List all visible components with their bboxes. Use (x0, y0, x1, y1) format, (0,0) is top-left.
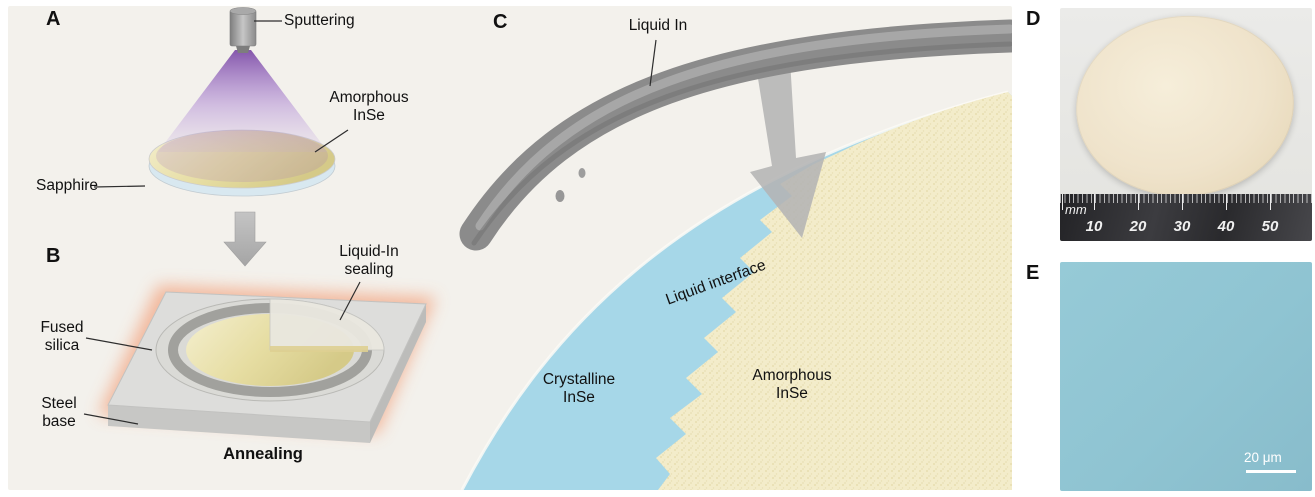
cutaway-film-layer (270, 346, 368, 352)
ruler-tick-label: 10 (1085, 218, 1103, 235)
amorphous-inse-label-c: Amorphous InSe (752, 367, 832, 402)
sealing-leader-line (339, 281, 361, 321)
amorphous-leader-line (314, 129, 349, 153)
sputtering-label: Sputtering (284, 12, 355, 29)
pour-arrow (750, 60, 826, 238)
ruler-tick-label: 30 (1173, 218, 1191, 235)
fused-silica-label: Fused silica (40, 319, 84, 354)
panel-c-label: C (493, 11, 508, 33)
ruler-tick-label: 40 (1217, 218, 1235, 235)
sputter-gun (229, 9, 257, 47)
panel-a-label: A (46, 8, 61, 30)
optical-micrograph: 20 μm (1060, 262, 1312, 491)
ruler-unit-label: mm (1065, 202, 1087, 217)
schematic-svg (83, 7, 1012, 490)
scale-bar (1246, 470, 1296, 473)
sputter-cone (158, 50, 328, 152)
cone-glow (156, 130, 328, 182)
dish-cutaway (269, 298, 385, 351)
panel-b-label: B (46, 245, 61, 267)
liquid-in-sealing-label: Liquid-In sealing (339, 243, 399, 278)
crystalline-inse-label: Crystalline InSe (542, 371, 616, 406)
panel-d-label: D (1026, 8, 1041, 30)
steel-base-front (108, 405, 370, 443)
panel-a-sputtering (93, 7, 349, 267)
droplet (555, 190, 565, 202)
amorphous-inse-label-a: Amorphous InSe (329, 89, 409, 124)
sapphire-leader-line (93, 185, 146, 188)
gun-nozzle (236, 46, 250, 53)
annealing-label: Annealing (223, 445, 303, 463)
ruler-tick-label: 50 (1261, 218, 1279, 235)
liquid-in-tube (459, 19, 1012, 251)
panel-b-annealing (83, 281, 436, 443)
fused-silica-leader-line (85, 337, 153, 351)
wafer-disc (1068, 8, 1302, 206)
amorphous-region (656, 92, 1012, 490)
steel-base-right (370, 304, 426, 443)
sapphire-label: Sapphire (36, 177, 99, 194)
scale-bar-label: 20 μm (1244, 450, 1282, 465)
panel-e-label: E (1026, 262, 1040, 284)
ruler: mm 10 20 30 40 50 (1060, 194, 1312, 241)
down-arrow (223, 211, 267, 267)
steel-base-label: Steel base (41, 395, 77, 430)
wafer-photograph: mm 10 20 30 40 50 (1060, 8, 1312, 241)
droplet (578, 168, 586, 178)
ruler-tick-label: 20 (1129, 218, 1147, 235)
ruler-major-ticks (1060, 194, 1312, 210)
liquid-in-label: Liquid In (628, 17, 688, 34)
liquid-in-leader-line (649, 39, 657, 87)
steel-base-leader-line (83, 413, 139, 425)
